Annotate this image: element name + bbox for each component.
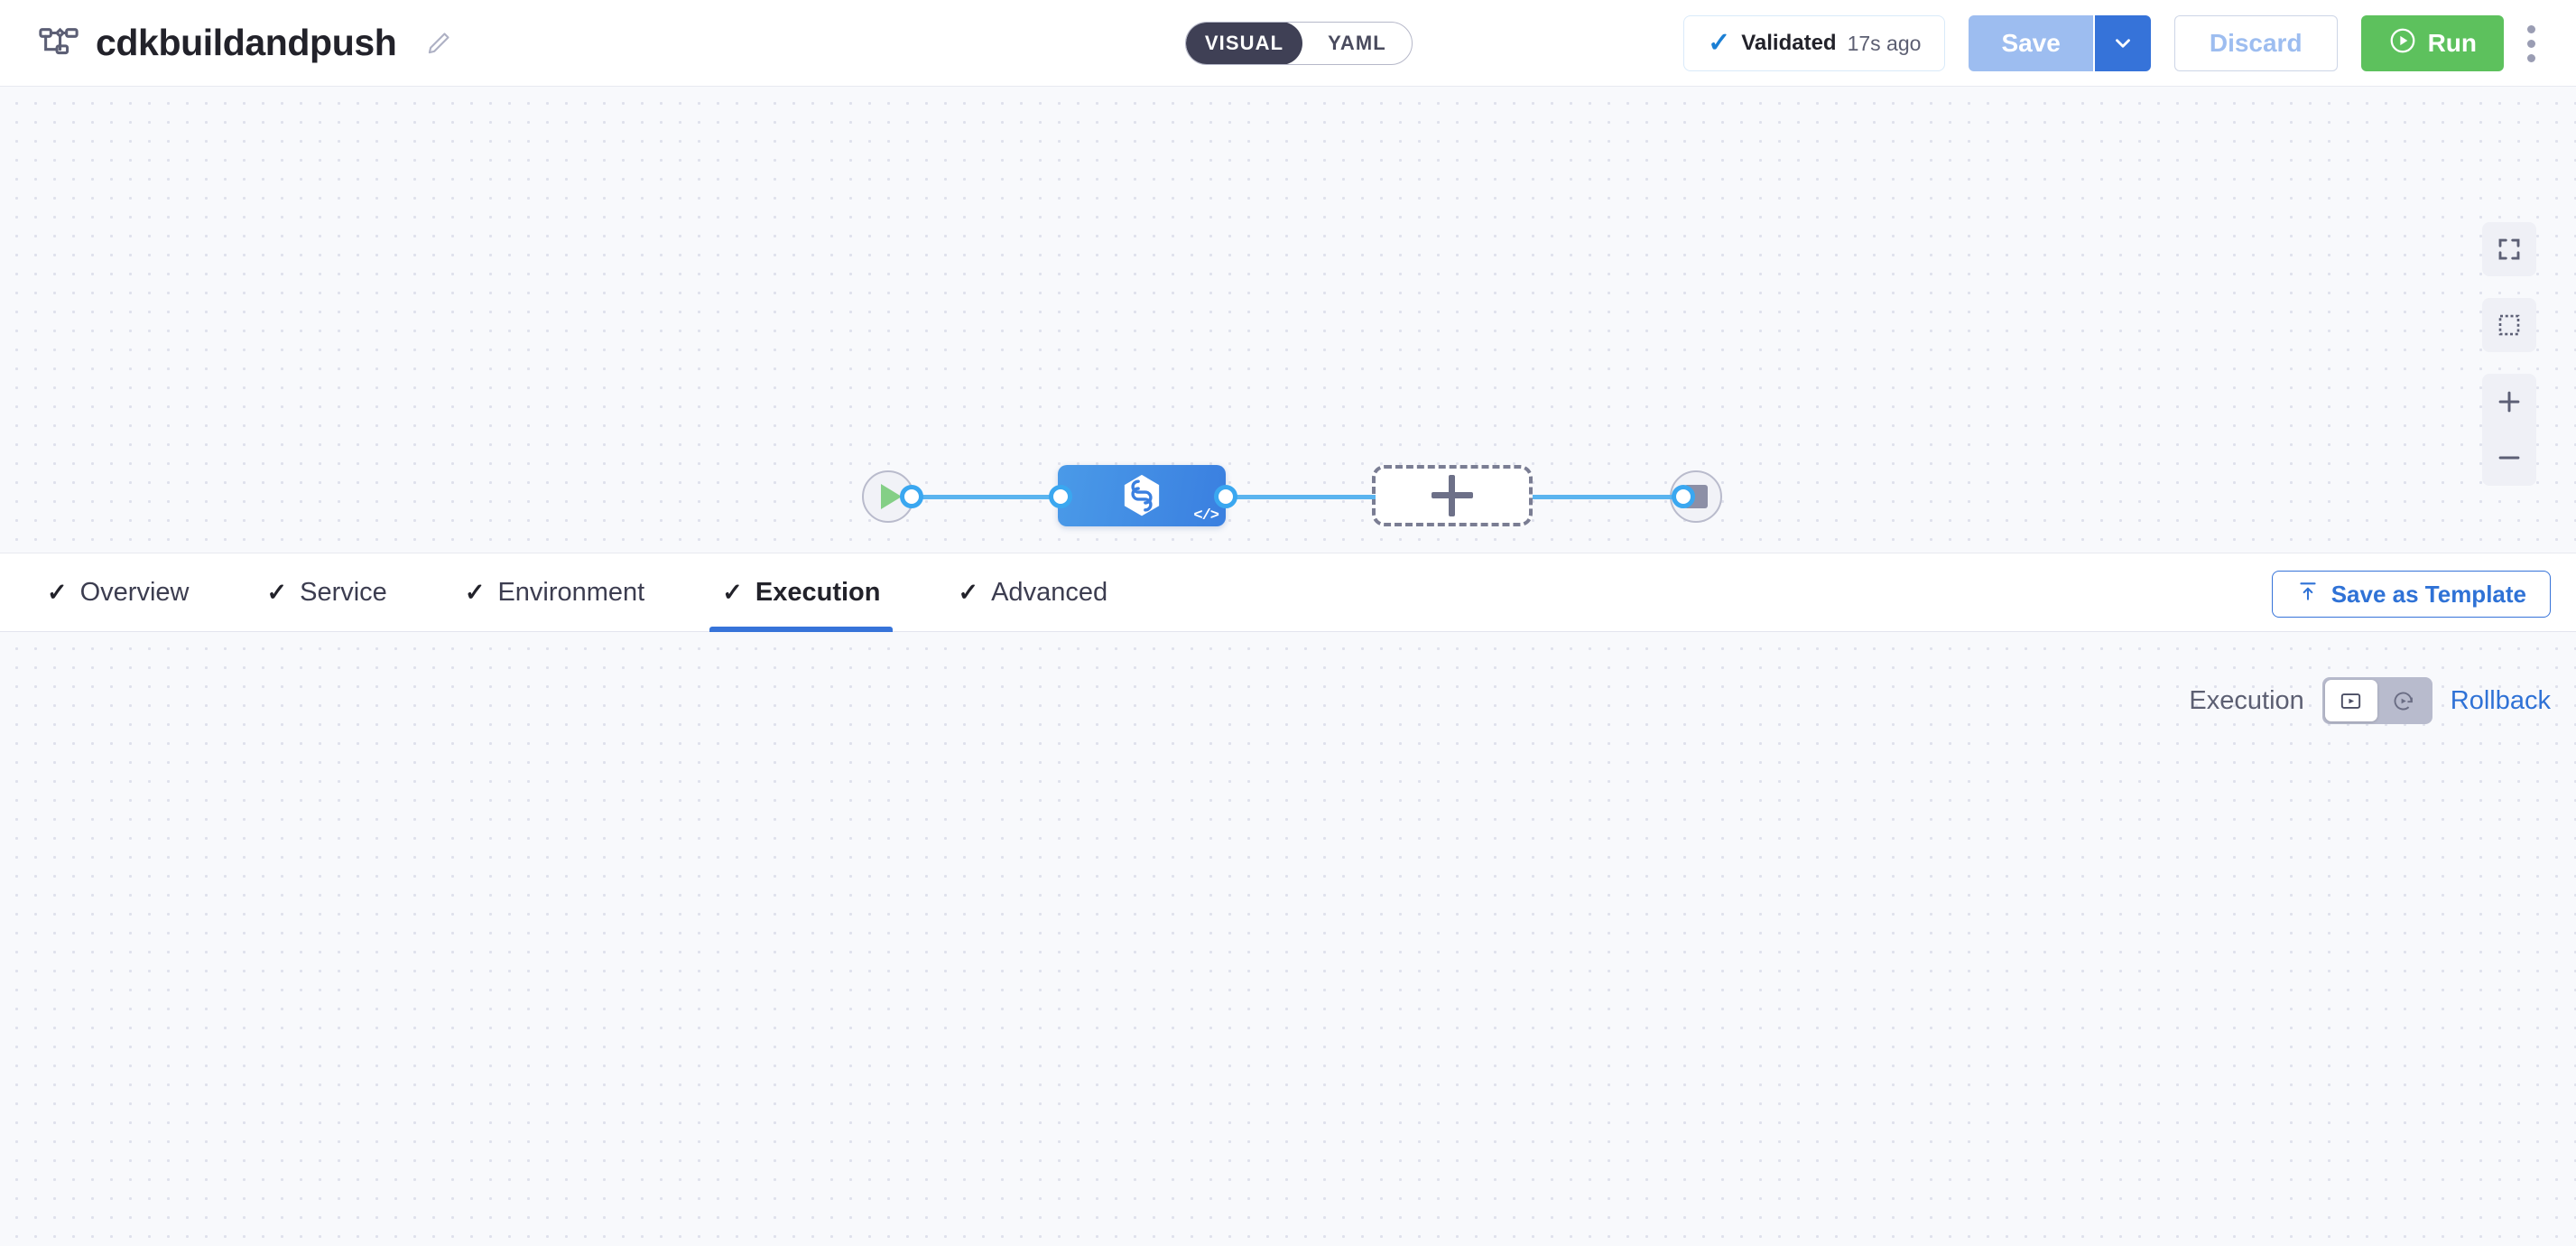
minus-icon [2498, 456, 2520, 460]
tab-advanced[interactable]: ✓ Advanced [958, 553, 1107, 632]
add-stage-button[interactable] [1372, 465, 1533, 526]
code-badge-icon: </> [1193, 507, 1219, 525]
execution-icon [2341, 693, 2361, 709]
pipeline-tabs: ✓ Overview ✓ Service ✓ Environment ✓ Exe… [0, 553, 2576, 632]
header-actions: ✓ Validated 17s ago Save Discard Run [1683, 0, 2551, 87]
execution-mode-label: Execution [2189, 685, 2304, 715]
check-icon: ✓ [958, 578, 979, 606]
run-button-label: Run [2427, 29, 2477, 57]
stage-node-ckd[interactable]: </> [1058, 465, 1226, 526]
tab-visual-mode[interactable]: VISUAL [1186, 23, 1302, 64]
app-header: cdkbuildandpush VISUAL YAML ✓ Validated … [0, 0, 2576, 87]
fit-screen-button[interactable] [2482, 222, 2536, 276]
tab-environment-label: Environment [497, 577, 645, 607]
discard-button[interactable]: Discard [2173, 15, 2338, 71]
run-button[interactable]: Run [2360, 15, 2504, 71]
save-button[interactable]: Save [1969, 15, 2093, 71]
tab-yaml-mode[interactable]: YAML [1328, 32, 1386, 54]
select-area-button[interactable] [2482, 298, 2536, 352]
check-icon: ✓ [47, 578, 68, 606]
tab-overview[interactable]: ✓ Overview [47, 553, 189, 632]
plus-icon [1432, 475, 1473, 516]
play-icon [880, 484, 902, 509]
edge-start-to-ckd [917, 495, 1061, 499]
execution-rollback-switch[interactable] [2321, 677, 2432, 724]
more-options-icon[interactable] [2511, 15, 2551, 71]
rollback-view-button[interactable] [2377, 680, 2430, 721]
check-icon: ✓ [266, 578, 288, 606]
expand-icon [2498, 238, 2520, 260]
save-button-group[interactable]: Save [1969, 15, 2151, 71]
check-icon: ✓ [1708, 28, 1731, 58]
tab-overview-label: Overview [79, 577, 190, 607]
validated-timestamp: 17s ago [1847, 31, 1922, 55]
upload-template-icon [2296, 580, 2320, 609]
save-as-template-button[interactable]: Save as Template [2271, 571, 2551, 618]
edge-addstage-to-end [1533, 495, 1688, 499]
rollback-mode-label[interactable]: Rollback [2450, 685, 2551, 715]
stage-canvas[interactable]: </> ckd Add Stage [0, 87, 2576, 553]
zoom-in-button[interactable] [2482, 374, 2536, 430]
marquee-select-icon [2498, 314, 2520, 336]
check-icon: ✓ [464, 578, 486, 606]
chevron-down-icon[interactable] [2092, 15, 2151, 71]
harness-hexagon-icon [1124, 474, 1160, 516]
validated-label: Validated [1741, 31, 1837, 55]
pipeline-flow-icon [38, 23, 79, 64]
status-badge-validated: ✓ Validated 17s ago [1683, 15, 1946, 71]
ckd-input-port[interactable] [1049, 485, 1072, 508]
view-mode-toggle[interactable]: VISUAL YAML [1185, 22, 1413, 65]
canvas-controls [2482, 222, 2536, 486]
end-node-port[interactable] [1672, 485, 1695, 508]
tab-service-label: Service [300, 577, 387, 607]
pencil-icon[interactable] [412, 30, 452, 57]
execution-view-button[interactable] [2324, 680, 2377, 721]
plus-icon [2498, 391, 2520, 413]
start-node-port[interactable] [900, 485, 923, 508]
ckd-output-port[interactable] [1214, 485, 1237, 508]
tab-advanced-label: Advanced [991, 577, 1108, 607]
rollback-icon [2394, 692, 2414, 710]
tab-service[interactable]: ✓ Service [266, 553, 386, 632]
zoom-controls [2482, 374, 2536, 486]
tab-environment[interactable]: ✓ Environment [465, 553, 644, 632]
check-icon: ✓ [722, 578, 743, 606]
execution-rollback-toolbar: Execution Rollback [2189, 677, 2551, 724]
save-as-template-label: Save as Template [2330, 580, 2526, 608]
page-title: cdkbuildandpush [96, 22, 397, 63]
play-circle-icon [2388, 26, 2417, 61]
zoom-out-button[interactable] [2482, 430, 2536, 486]
execution-canvas[interactable]: Execution Rollback build [0, 632, 2576, 1246]
tab-execution-label: Execution [755, 577, 881, 607]
tab-execution[interactable]: ✓ Execution [709, 553, 894, 632]
edge-ckd-to-addstage [1231, 495, 1376, 499]
header-left-group: cdkbuildandpush [0, 22, 452, 64]
